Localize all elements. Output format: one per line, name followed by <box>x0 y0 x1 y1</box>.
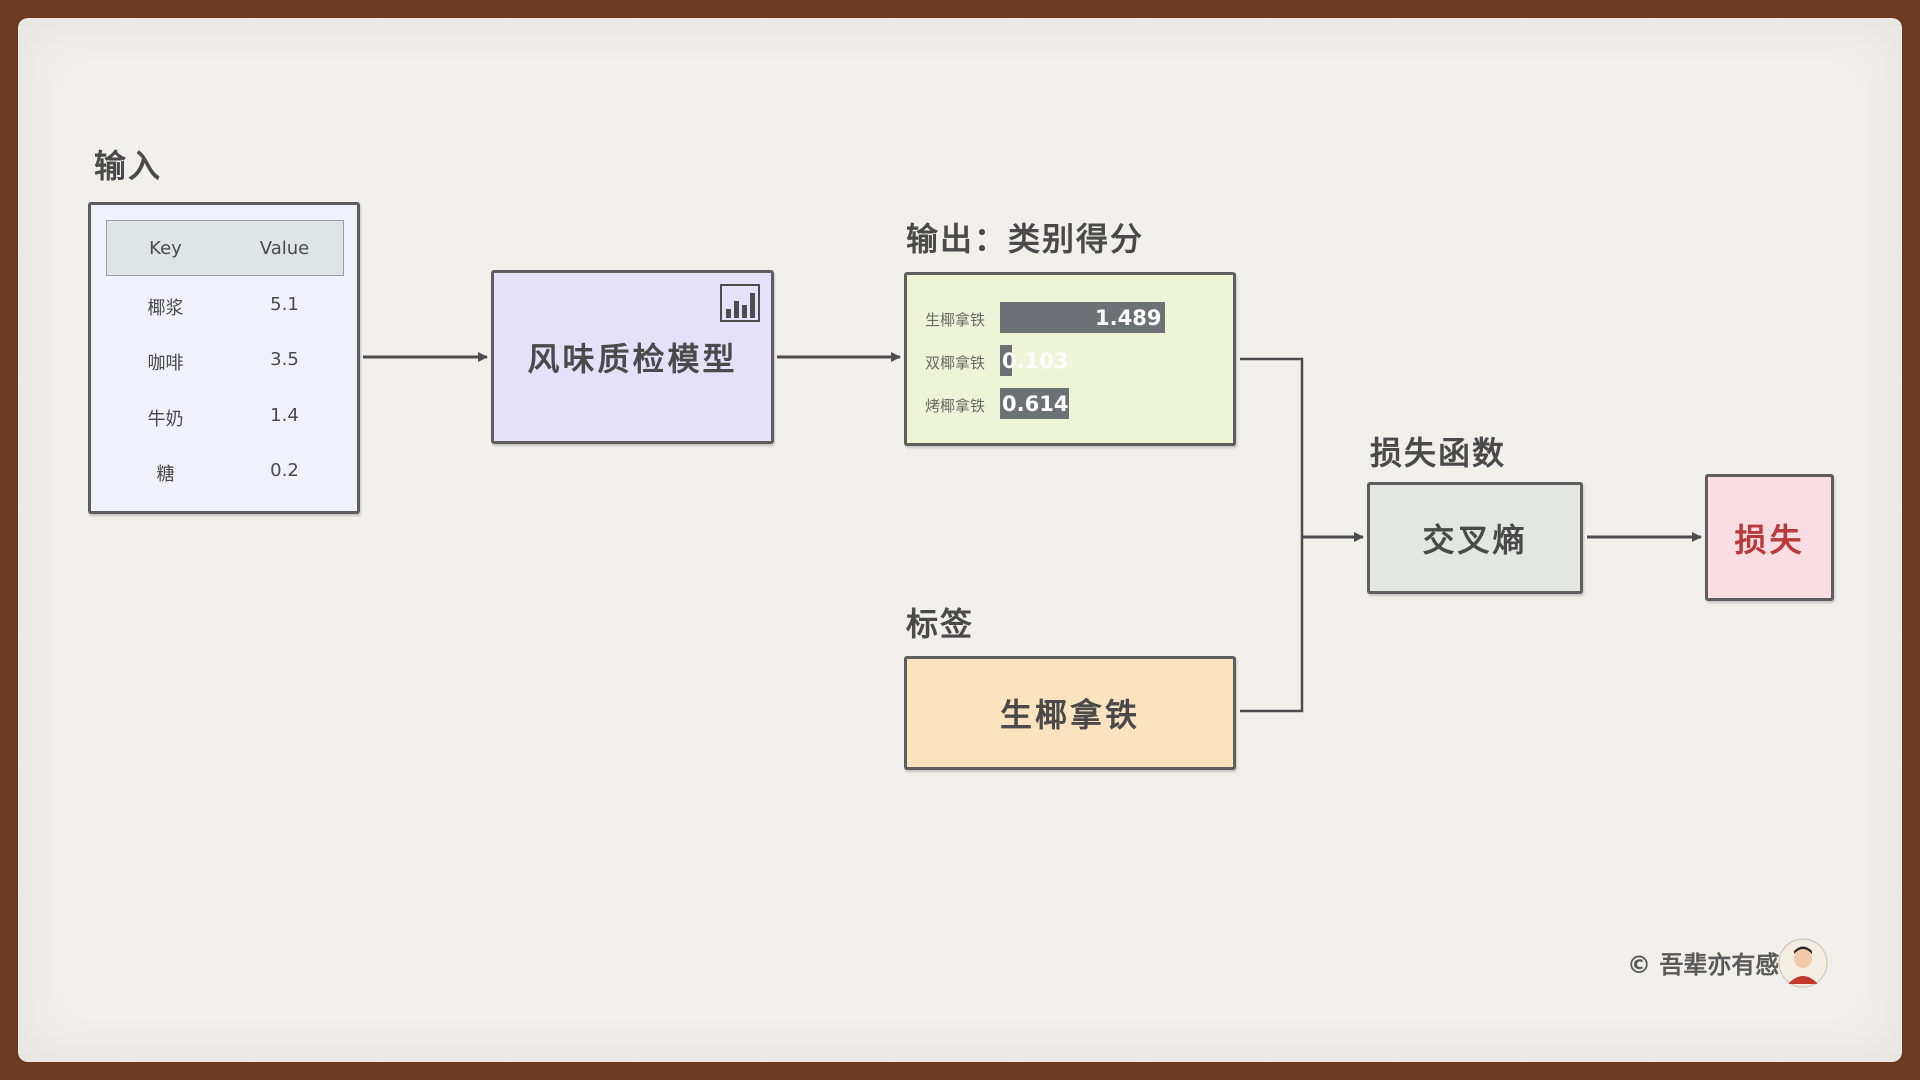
avatar-portrait <box>1778 938 1828 988</box>
cross-entropy-label: 交叉熵 <box>1422 521 1528 559</box>
label-text: 生椰拿铁 <box>999 696 1140 734</box>
cross-entropy-box: 交叉熵 <box>1367 482 1583 594</box>
table-row-key: 咖啡 <box>147 353 184 374</box>
model-box: 风味质检模型 <box>491 270 774 444</box>
table-row-value: 3.5 <box>270 349 299 370</box>
copyright-text: © 吾辈亦有感 <box>1627 951 1780 979</box>
input-table: Key Value 椰浆 5.1 咖啡 3.5 牛奶 1.4 糖 0.2 <box>88 202 360 514</box>
score-label: 双椰拿铁 <box>925 354 986 372</box>
model-label: 风味质检模型 <box>527 340 738 378</box>
table-row-value: 1.4 <box>270 405 299 426</box>
score-value: 0.103 <box>1002 349 1069 373</box>
bar-chart-icon <box>720 284 760 322</box>
table-row-value: 5.1 <box>270 294 299 315</box>
label-box: 生椰拿铁 <box>904 656 1236 770</box>
table-header-row <box>106 220 344 276</box>
score-label: 生椰拿铁 <box>925 311 986 329</box>
score-label: 烤椰拿铁 <box>925 397 986 415</box>
line-output-to-join <box>1240 357 1304 538</box>
score-value: 1.489 <box>1095 306 1162 330</box>
score-bar-track: 1.489 <box>1000 302 1204 333</box>
loss-label: 损失 <box>1734 520 1805 559</box>
table-row-key: 椰浆 <box>147 298 184 319</box>
score-bar <box>1000 302 1165 333</box>
score-value: 0.614 <box>1002 392 1069 416</box>
score-bar <box>1000 345 1012 376</box>
label-heading: 标签 <box>906 605 975 643</box>
output-heading: 输出：类别得分 <box>906 220 1145 258</box>
author-avatar <box>1778 938 1828 988</box>
input-heading: 输入 <box>94 147 163 185</box>
table-row-value: 0.2 <box>270 460 299 481</box>
table-row-key: 糖 <box>156 464 175 485</box>
loss-function-heading: 损失函数 <box>1370 434 1507 472</box>
loss-box: 损失 <box>1705 474 1834 601</box>
line-label-to-join <box>1240 538 1304 713</box>
table-header-key: Key <box>149 238 182 259</box>
output-scores-box: 生椰拿铁 1.489 双椰拿铁 0.103 烤椰拿铁 0.614 <box>904 272 1236 446</box>
diagram-canvas <box>18 18 1902 1062</box>
table-row-key: 牛奶 <box>147 409 184 430</box>
score-bar-track: 0.614 <box>1000 388 1204 419</box>
score-bar-track: 0.103 <box>1000 345 1204 376</box>
score-bar <box>1000 388 1069 419</box>
table-header-value: Value <box>259 238 310 259</box>
